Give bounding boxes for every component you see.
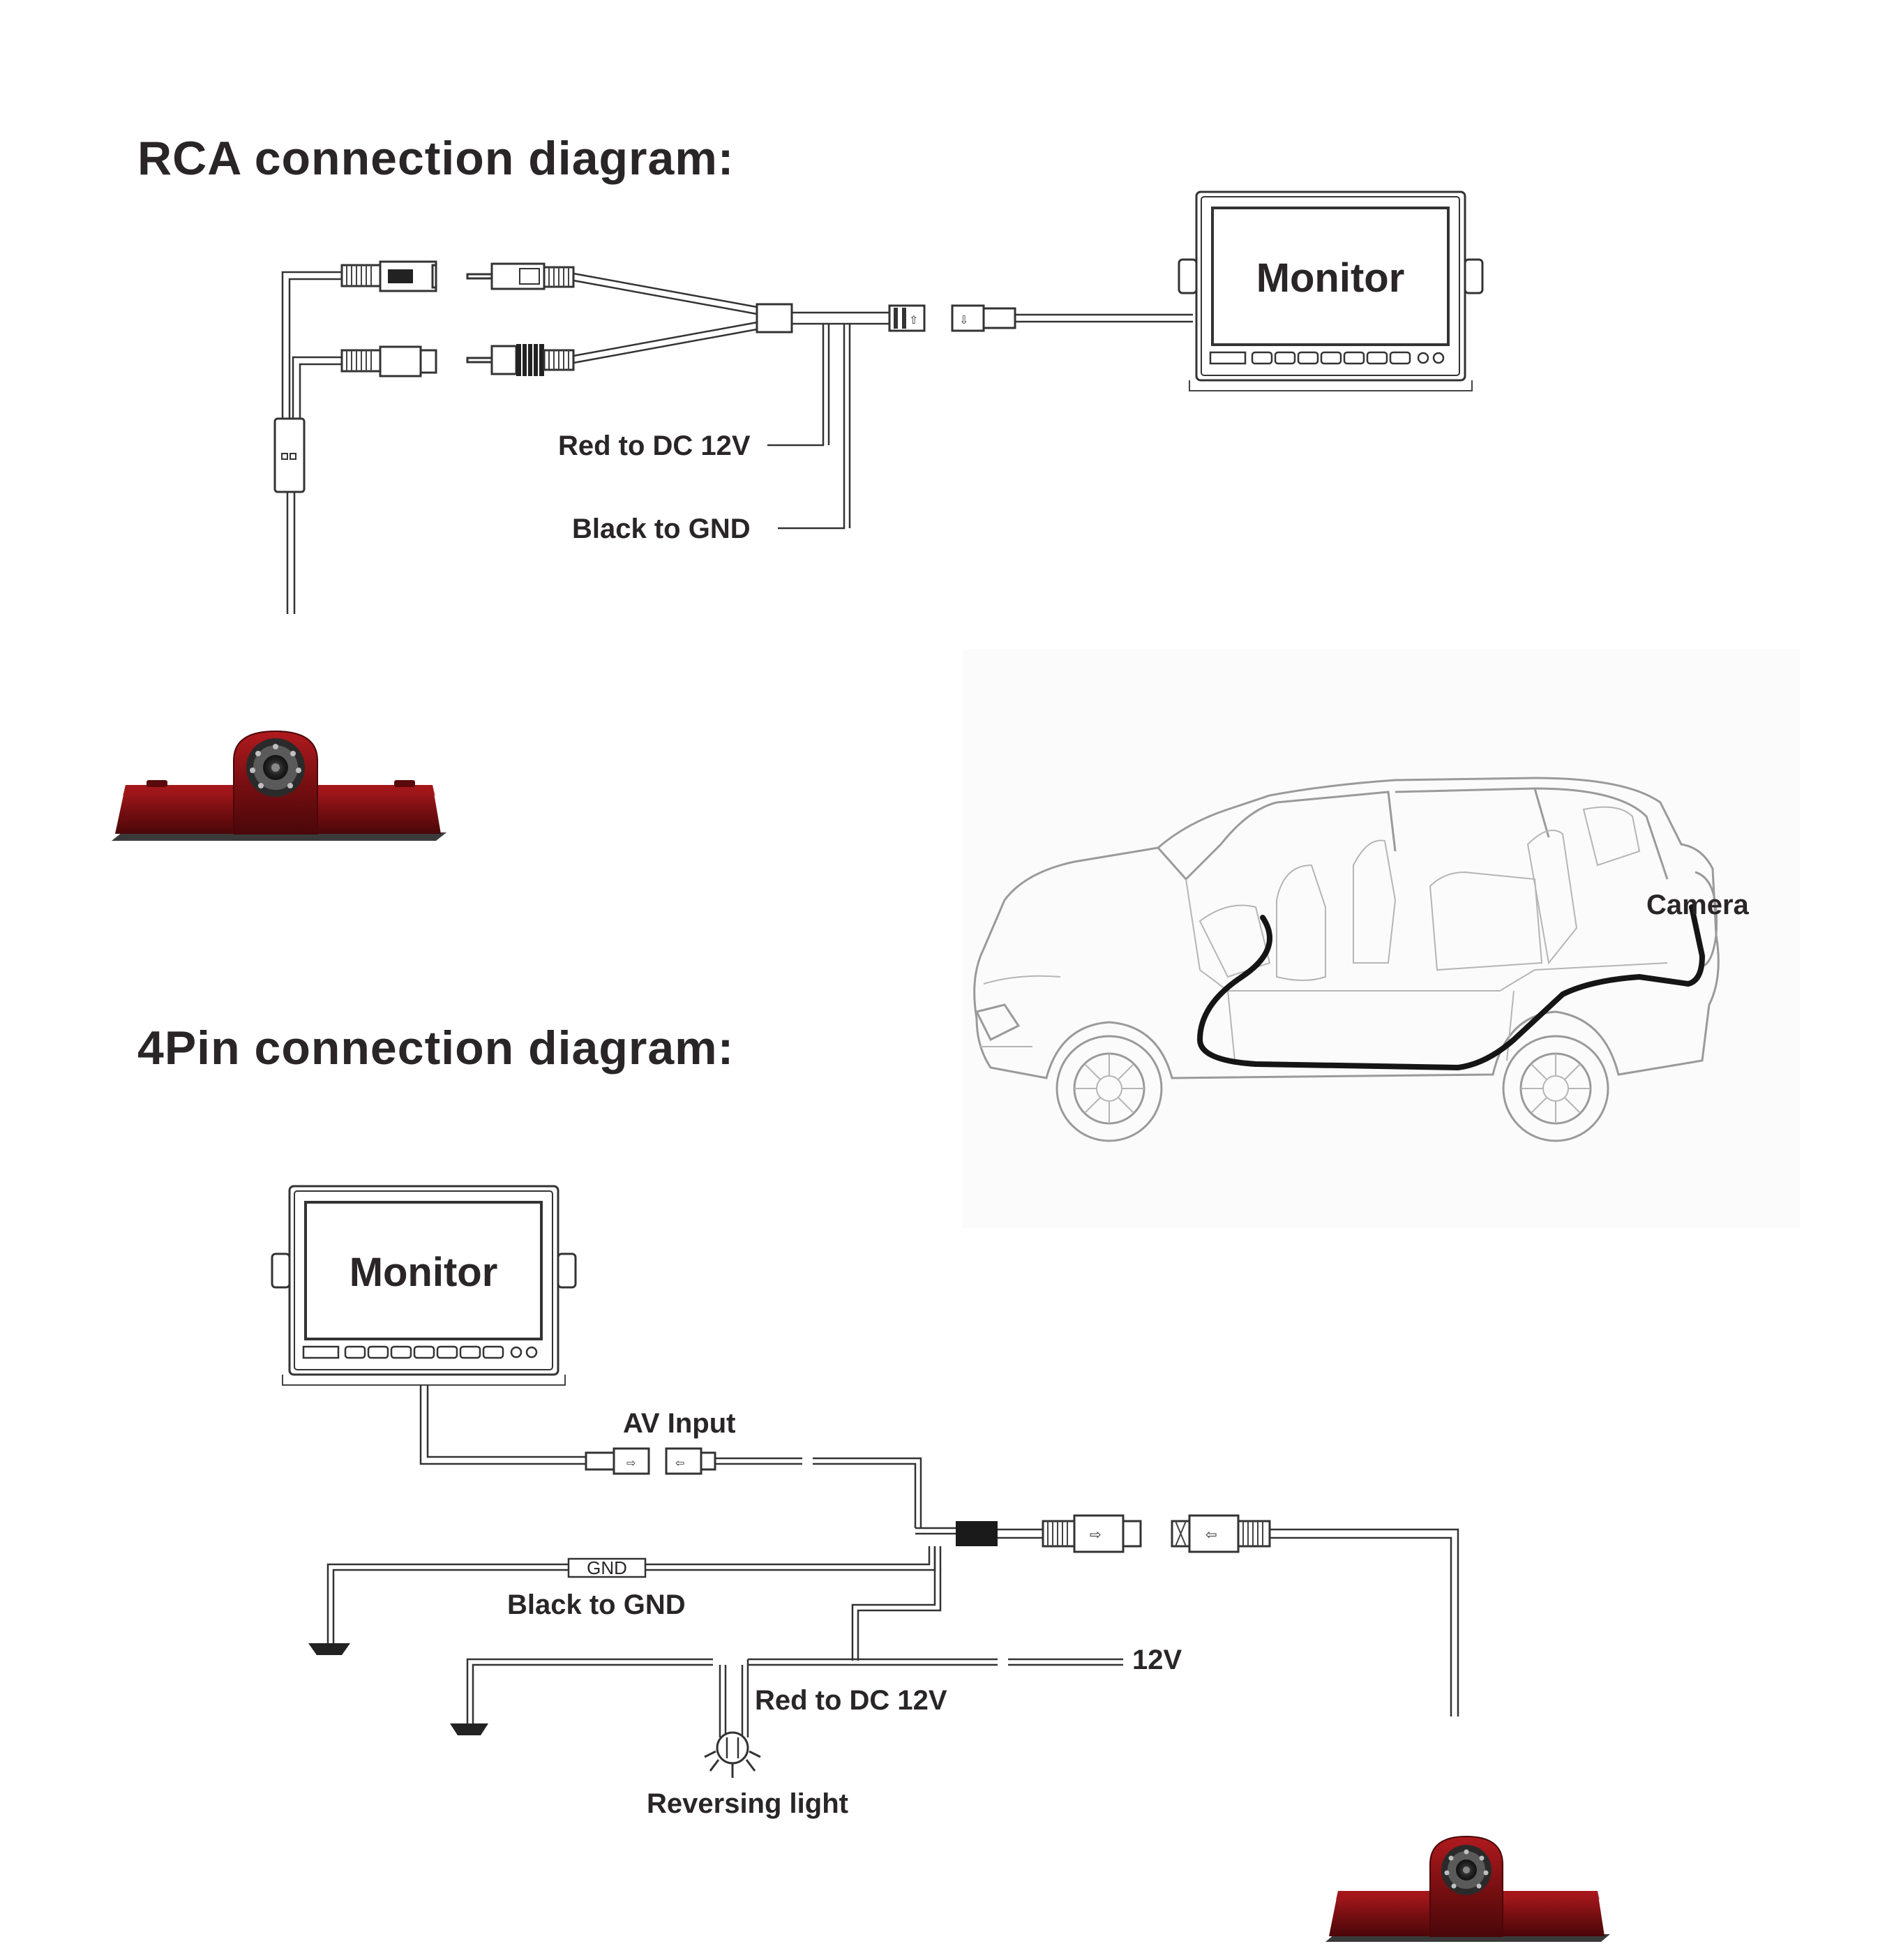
car-illustration <box>963 649 1800 1228</box>
pin4-red-label: Red to DC 12V <box>755 1685 947 1716</box>
rca-monitor-label: Monitor <box>1256 255 1405 301</box>
svg-text:⇨: ⇨ <box>626 1456 636 1469</box>
rca-monitor <box>1178 190 1484 391</box>
pin4-12v-label: 12V <box>1132 1645 1182 1675</box>
reversing-light-icon <box>704 1731 761 1778</box>
pin4-monitor-label: Monitor <box>350 1250 498 1295</box>
svg-text:⇧: ⇧ <box>909 313 918 327</box>
rca-camera-cable <box>273 271 349 614</box>
rca-av-connector: ⇧ ⇩ <box>888 304 1193 332</box>
pin4-gnd-tag: GND <box>587 1557 627 1578</box>
rca-male-plug-top <box>466 262 575 290</box>
pin4-av-cable: ⇨ ⇦ <box>419 1385 922 1528</box>
car-camera-label: Camera <box>1646 890 1750 920</box>
pin4-power-wire <box>450 1546 1123 1737</box>
svg-text:⇨: ⇨ <box>1090 1526 1102 1543</box>
pin4-black-label: Black to GND <box>507 1589 686 1620</box>
rca-diagram-title: RCA connection diagram: <box>137 132 734 185</box>
rca-female-connector-top <box>340 260 437 292</box>
svg-text:⇩: ⇩ <box>959 313 968 327</box>
svg-text:⇦: ⇦ <box>675 1456 684 1469</box>
pin4-junction: ⇨ ⇦ <box>915 1514 1459 1716</box>
rca-black-label: Black to GND <box>572 514 751 544</box>
rca-camera <box>112 730 446 841</box>
pin4-diagram-title: 4Pin connection diagram: <box>137 1022 734 1075</box>
rca-y-splitter <box>573 272 889 530</box>
rca-red-label: Red to DC 12V <box>558 431 751 461</box>
pin4-monitor <box>271 1185 577 1386</box>
rca-female-connector-bottom <box>340 345 437 377</box>
pin4-av-input-label: AV Input <box>623 1408 735 1439</box>
svg-text:⇦: ⇦ <box>1205 1526 1217 1543</box>
pin4-camera <box>1325 1835 1610 1942</box>
pin4-reversing-label: Reversing light <box>647 1788 848 1819</box>
rca-male-plug-bottom <box>466 344 575 376</box>
